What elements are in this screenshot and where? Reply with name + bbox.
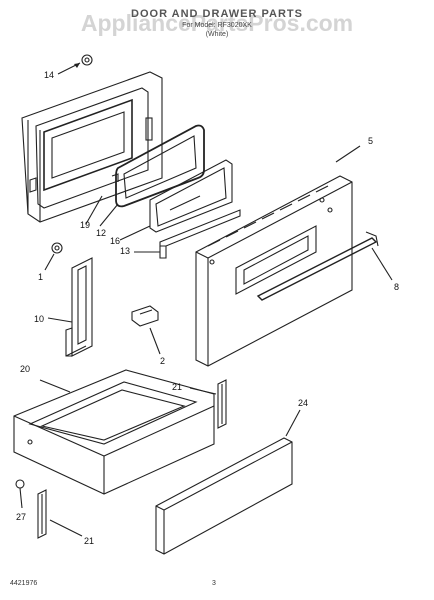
callout-10: 10 <box>34 314 45 324</box>
screw-part-1 <box>44 242 63 271</box>
callout-8: 8 <box>394 282 400 292</box>
screw-part-14 <box>57 54 93 75</box>
doc-number: 4421976 <box>10 580 38 587</box>
screw-part-27 <box>15 479 25 509</box>
callout-12: 12 <box>96 228 107 238</box>
callout-16: 16 <box>110 236 121 246</box>
inner-door-panel <box>21 71 163 223</box>
callout-21-bottom: 21 <box>84 536 95 546</box>
slide-rail-part-21-bottom <box>37 489 83 539</box>
page-number: 3 <box>212 580 216 587</box>
glass-part-16 <box>119 159 233 241</box>
callout-27: 27 <box>16 512 27 522</box>
window-frame-part-12 <box>99 124 205 227</box>
handle-part-8 <box>256 231 393 301</box>
callout-2: 2 <box>160 356 166 366</box>
callout-21-right: 21 <box>172 382 183 392</box>
outer-door-part-5 <box>195 145 361 367</box>
callout-14: 14 <box>44 70 55 80</box>
hinge-part-10 <box>47 257 93 357</box>
leader-19 <box>85 195 103 225</box>
callout-19: 19 <box>80 220 91 230</box>
callout-13: 13 <box>120 246 131 256</box>
bracket-part-13 <box>134 209 241 259</box>
drawer-part-20 <box>13 369 215 495</box>
callout-20: 20 <box>20 364 31 374</box>
clip-part-2 <box>131 305 161 355</box>
slide-rail-part-21-right <box>189 379 227 429</box>
diagram-subtitle: For Model: RF3020XK <box>182 22 252 29</box>
drawer-front-part-24 <box>155 409 301 555</box>
watermark: AppliancePartsPros.com <box>80 10 354 36</box>
diagram-variant: (White) <box>205 31 229 38</box>
diagram-title: DOOR AND DRAWER PARTS <box>131 8 303 20</box>
callout-5: 5 <box>368 136 374 146</box>
callout-24: 24 <box>298 398 309 408</box>
callout-1: 1 <box>38 272 44 282</box>
